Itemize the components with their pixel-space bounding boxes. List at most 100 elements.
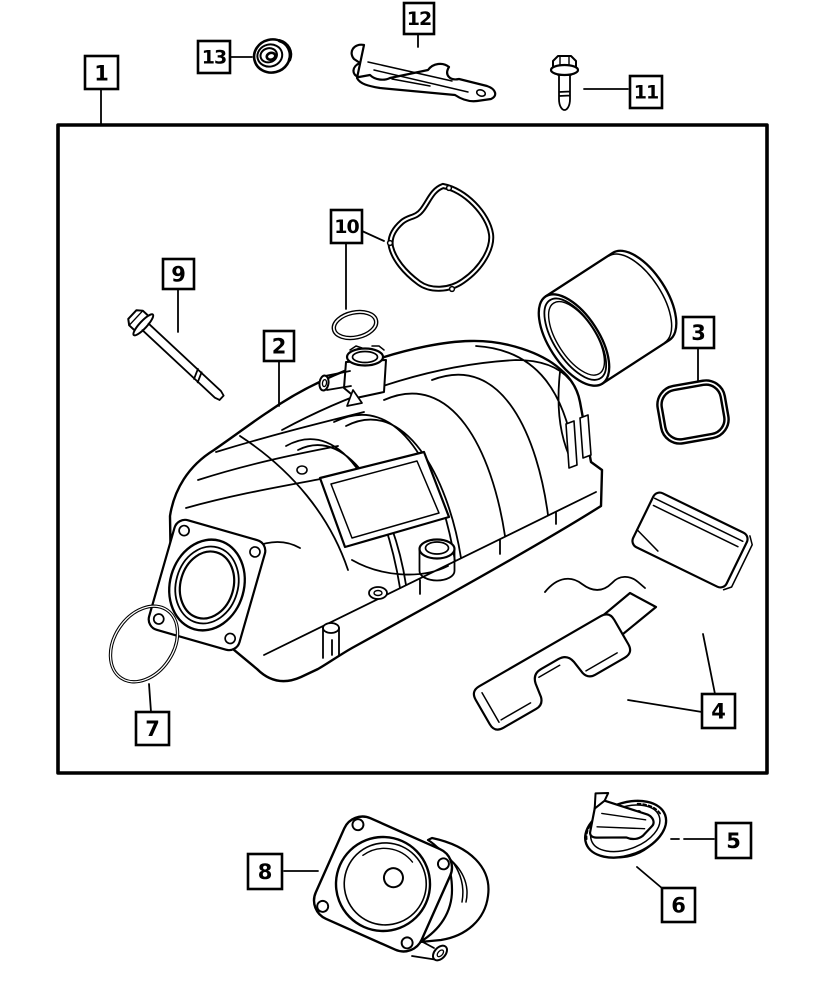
insulator-block-depth-lines	[636, 497, 753, 591]
callout-5-box[interactable]	[714, 821, 753, 860]
sleeve-far-rim	[608, 253, 673, 344]
long-bolt-head-facet	[128, 309, 144, 327]
manifold-post-sides	[322, 627, 340, 659]
manifold-plenum-panel-inner	[330, 460, 440, 539]
manifold-studs	[565, 414, 592, 469]
grommet-bore	[265, 51, 277, 62]
callout-11[interactable]: 11	[583, 74, 664, 110]
callout-6-box[interactable]	[660, 886, 697, 924]
insulator-wavy-flange	[544, 575, 646, 593]
manifold-post-top	[322, 622, 340, 634]
sleeve-bore	[547, 300, 606, 376]
callout-13[interactable]: 13	[196, 39, 253, 75]
bracket-body	[350, 43, 497, 103]
throttle-bore-inner	[178, 550, 236, 620]
vent-fitting-collar-bore	[351, 350, 379, 364]
flange-hole-4	[224, 632, 237, 645]
inlet-duct-sleeve-illustration	[537, 249, 678, 387]
callout-8-number: 8	[258, 860, 273, 884]
cap-wing-fin	[593, 792, 610, 810]
callout-12-box[interactable]	[402, 1, 436, 36]
flange-hole-2	[249, 546, 261, 558]
vent-fitting-tabs	[349, 345, 385, 351]
port-o-ring-illustration	[331, 309, 379, 341]
intake-manifold-illustration	[147, 339, 604, 683]
callout-1[interactable]: 1	[83, 54, 120, 125]
callout-4[interactable]: 4	[627, 633, 737, 730]
long-bolt-flange	[132, 313, 155, 337]
support-bracket-illustration	[350, 43, 497, 103]
cap-text-sae	[636, 802, 662, 816]
manifold-plenum-panel	[318, 450, 451, 549]
grommet-shade	[277, 39, 293, 62]
callout-13-box[interactable]	[196, 39, 232, 75]
throttle-flange	[147, 518, 267, 652]
foam-insulator-illustration	[472, 491, 753, 731]
throttle-bore-mid	[174, 545, 240, 625]
manifold-bolt-hole	[368, 586, 388, 600]
callout-2[interactable]: 2	[262, 329, 296, 407]
spacer-hole-1	[351, 818, 365, 832]
callout-1-number: 1	[94, 62, 109, 86]
callout-10-box[interactable]	[329, 208, 364, 245]
cap-handle-ridges	[596, 812, 647, 830]
flange-hole-1	[178, 524, 190, 537]
callout-6[interactable]: 6	[636, 866, 697, 924]
sleeve-rim-inner	[543, 297, 608, 381]
callout-8-box[interactable]	[246, 852, 284, 891]
spacer-center-hole	[382, 867, 404, 889]
gasket-nub-3	[445, 184, 453, 192]
spacer-hole-4	[400, 936, 414, 950]
gasket-nub-2	[386, 239, 394, 247]
vent-tube	[324, 370, 352, 391]
callout-11-number: 11	[634, 82, 658, 104]
vent-fitting-fin	[346, 389, 363, 407]
cover-gasket-ring-inner	[389, 184, 493, 290]
callout-2-box[interactable]	[262, 329, 296, 363]
insulator-bar-depth-lines	[481, 652, 618, 723]
callout-4-box[interactable]	[700, 692, 737, 730]
o-ring-7-inner	[109, 605, 179, 683]
callout-5[interactable]: 5	[670, 821, 753, 860]
callout-3-number: 3	[691, 321, 706, 345]
callout-11-box[interactable]	[628, 74, 664, 110]
callout-10[interactable]: 10	[329, 208, 385, 310]
callout-1-box[interactable]	[83, 54, 120, 91]
spacer-bore-inner	[343, 842, 428, 926]
bolt-shank	[557, 74, 572, 111]
callout-8[interactable]: 8	[246, 852, 319, 891]
main-assembly-border	[56, 123, 769, 775]
manifold-round-port-wall	[418, 548, 456, 582]
hex-flange-bolt-illustration	[549, 55, 580, 111]
spacer-tube-bore	[436, 949, 445, 958]
callout-3-box[interactable]	[681, 315, 716, 350]
callout-3[interactable]: 3	[681, 315, 716, 382]
callout-7-box[interactable]	[134, 710, 171, 747]
manifold-bolt-hole-inner	[373, 589, 383, 597]
port-o-ring	[331, 309, 379, 341]
spacer-hole-3	[316, 899, 330, 913]
port-o-ring-inner	[332, 311, 378, 339]
insulator-top-block	[631, 491, 749, 589]
gasket-nub-1	[448, 285, 456, 293]
callout-9[interactable]: 9	[161, 257, 196, 333]
callout-13-number: 13	[202, 47, 226, 69]
callout-12-number: 12	[407, 8, 431, 30]
callout-2-number: 2	[272, 335, 287, 359]
manifold-round-port-bore	[424, 541, 450, 555]
long-bolt-illustration	[127, 309, 225, 401]
insulator-bottom-bar	[472, 613, 632, 731]
callout-9-box[interactable]	[161, 257, 196, 291]
manifold-left-hole	[296, 465, 308, 475]
callout-12[interactable]: 12	[402, 1, 436, 48]
bolt-flange	[549, 63, 580, 77]
oil-filler-cap-illustration	[583, 792, 668, 859]
vent-tube-end	[318, 374, 330, 392]
callout-10-number: 10	[334, 216, 359, 238]
callout-6-number: 6	[671, 894, 686, 918]
cover-gasket-illustration	[386, 182, 495, 293]
callout-7[interactable]: 7	[134, 683, 171, 747]
grommet-inner-ring	[259, 47, 278, 64]
